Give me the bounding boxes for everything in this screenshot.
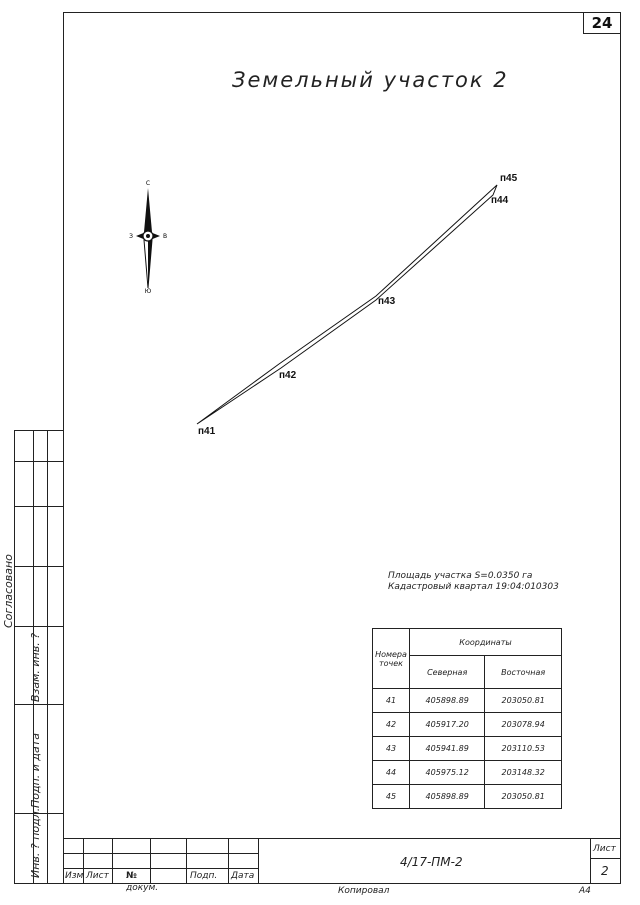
stamp-designation: 4/17-ПМ-2 (400, 855, 463, 869)
cell-east: 203148.32 (484, 760, 562, 785)
cell-north: 405898.89 (408, 784, 486, 809)
side-row-line (15, 813, 64, 814)
compass-north: С (146, 180, 150, 187)
table-row: 41 405898.89 203050.81 (372, 688, 562, 713)
footer-format: А4 (579, 886, 591, 896)
point-label-42: п42 (279, 370, 297, 381)
cell-north: 405898.89 (408, 688, 486, 713)
stamp-col-line (258, 838, 259, 884)
title-block (63, 838, 621, 884)
stamp-col-line (83, 838, 84, 884)
stamp-col-line (228, 838, 229, 884)
header-coordinates: Координаты (409, 628, 562, 656)
side-approval-strip (14, 430, 64, 884)
stamp-col-line (590, 838, 591, 884)
stamp-row-line (63, 853, 258, 854)
cell-north: 405975.12 (408, 760, 486, 785)
compass-east: В (163, 233, 167, 240)
compass-south: Ю (145, 288, 152, 295)
soglasovano-label: Согласовано (2, 554, 15, 628)
podp-data-label: Подп. и дата (29, 733, 42, 808)
point-label-43: п43 (378, 296, 396, 307)
stamp-podp: Подп. (190, 871, 218, 881)
side-row-line (15, 461, 64, 462)
point-label-45: п45 (500, 173, 518, 184)
cell-east: 203110.53 (484, 736, 562, 761)
stamp-row-line (590, 858, 621, 859)
vzam-inv-label: Взам. инв. ? (29, 632, 42, 702)
side-row-line (15, 506, 64, 507)
footer-kopiroval: Копировал (338, 886, 390, 896)
stamp-data: Дата (231, 871, 255, 881)
side-col-divider (33, 431, 48, 883)
stamp-nomer: № (126, 871, 137, 881)
cell-north: 405917.20 (408, 712, 486, 737)
north-arrow-icon: С З В Ю (129, 180, 167, 295)
sheet-number: 24 (583, 12, 621, 34)
table-row: 45 405898.89 203050.81 (372, 784, 562, 809)
point-label-41: п41 (198, 426, 216, 437)
stamp-dokum: докум. (126, 883, 159, 893)
stamp-izm: Изм (65, 871, 84, 881)
page-title: Земельный участок 2 (232, 68, 509, 92)
cell-point: 41 (372, 688, 410, 713)
stamp-col-line (186, 838, 187, 884)
stamp-col-line (112, 838, 113, 884)
cell-point: 43 (372, 736, 410, 761)
point-label-44: п44 (491, 195, 509, 206)
area-info: Площадь участка S=0.0350 га Кадастровый … (388, 571, 559, 593)
stamp-row-line (63, 868, 258, 869)
header-east: Восточная (484, 655, 562, 689)
plot-outline (196, 184, 498, 425)
cell-north: 405941.89 (408, 736, 486, 761)
stamp-list-number: 2 (601, 864, 609, 878)
stamp-list: Лист (86, 871, 109, 881)
area-line: Площадь участка S=0.0350 га (388, 571, 533, 581)
cell-east: 203078.94 (484, 712, 562, 737)
cadastral-line: Кадастровый квартал 19:04:010303 (388, 582, 559, 592)
table-row: 44 405975.12 203148.32 (372, 760, 562, 785)
side-row-line (15, 626, 64, 627)
side-row-line (15, 566, 64, 567)
cell-point: 45 (372, 784, 410, 809)
cell-east: 203050.81 (484, 784, 562, 809)
compass-west: З (129, 233, 133, 240)
header-point-numbers: Номера точек (372, 628, 410, 689)
side-row-line (15, 704, 64, 705)
cell-point: 42 (372, 712, 410, 737)
table-row: 42 405917.20 203078.94 (372, 712, 562, 737)
inv-podl-label: Инв. ? подл. (29, 807, 42, 878)
drawing-frame (63, 12, 621, 884)
stamp-col-line (150, 838, 151, 884)
cell-point: 44 (372, 760, 410, 785)
stamp-list-label: Лист (593, 844, 616, 854)
side-col-divider (15, 431, 34, 883)
cell-east: 203050.81 (484, 688, 562, 713)
coordinates-table: Номера точек Координаты Северная Восточн… (372, 628, 562, 809)
header-north: Северная (408, 655, 486, 689)
table-row: 43 405941.89 203110.53 (372, 736, 562, 761)
